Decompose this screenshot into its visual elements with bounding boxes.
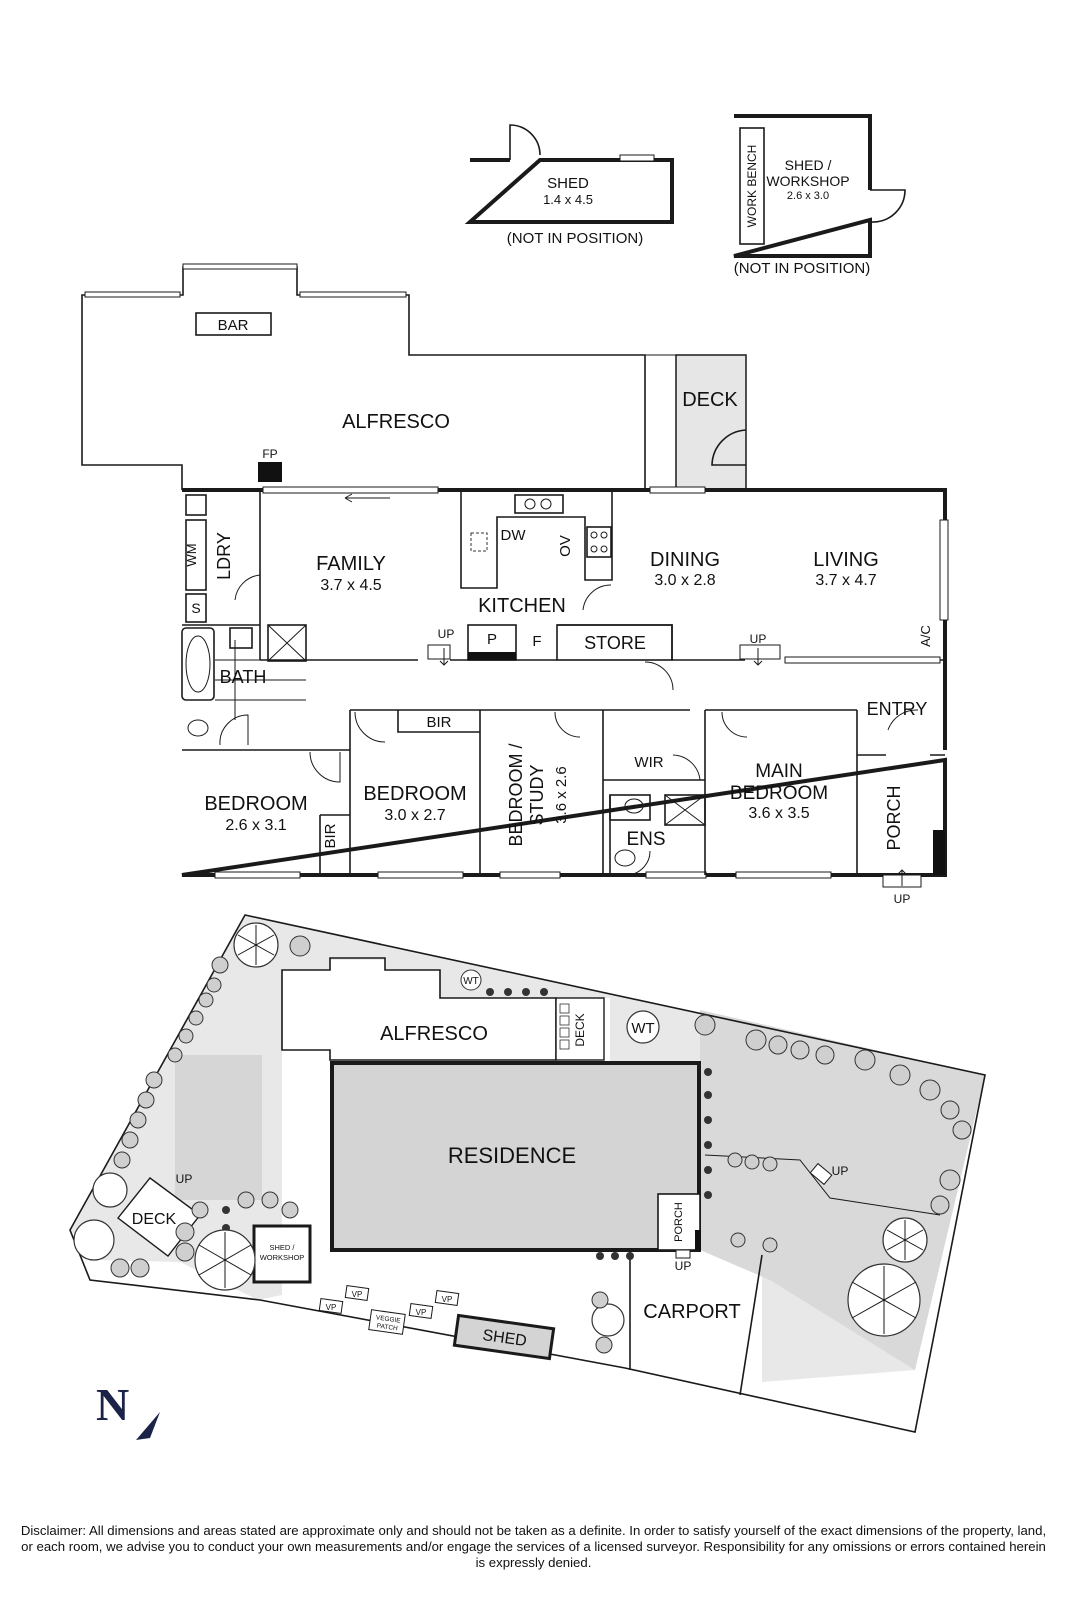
main-bedroom-label-2: BEDROOM — [730, 783, 828, 804]
residence-label: RESIDENCE — [448, 1143, 576, 1168]
living-dims: 3.7 x 4.7 — [815, 572, 876, 589]
dining-dims: 3.0 x 2.8 — [654, 572, 715, 589]
site-deck-top-label: DECK — [573, 1013, 587, 1046]
wt-label-2: WT — [631, 1020, 654, 1037]
bar-label: BAR — [218, 317, 249, 334]
veggie-label-1: VEGGIE — [375, 1314, 401, 1324]
north-letter: N — [96, 1379, 130, 1430]
vp-label-3: VP — [416, 1308, 427, 1317]
bedroom-1-dims: 2.6 x 3.1 — [225, 817, 286, 834]
wir-label: WIR — [634, 754, 663, 771]
site-plan: ALFRESCO DECK RESIDENCE PORCH UP WT WT D… — [69, 914, 986, 1433]
up-label-3: UP — [894, 892, 911, 906]
ens-label: ENS — [626, 829, 665, 850]
family-label: FAMILY — [316, 553, 386, 575]
north-arrow-icon — [136, 1412, 160, 1440]
shed-dims: 1.4 x 4.5 — [543, 192, 593, 207]
dining-label: DINING — [650, 549, 720, 571]
deck-label: DECK — [682, 389, 738, 411]
entry-label: ENTRY — [867, 699, 928, 719]
veggie-patches: VP VP VP VP VEGGIE PATCH — [318, 1284, 460, 1335]
wm-label: WM — [184, 543, 199, 566]
up-label-2: UP — [750, 632, 767, 646]
site-deck-left-label: DECK — [132, 1211, 177, 1228]
bedroom-2-dims: 3.0 x 2.7 — [384, 807, 445, 824]
veggie-label-2: PATCH — [376, 1323, 398, 1333]
bedroom-2-label: BEDROOM — [363, 783, 466, 805]
fireplace — [258, 462, 282, 482]
dw-label: DW — [501, 527, 527, 544]
workshop-label-1: SHED / — [785, 157, 832, 173]
kitchen-label: KITCHEN — [478, 595, 566, 617]
wt-label-1: WT — [463, 976, 479, 987]
site-porch-label: PORCH — [673, 1202, 685, 1242]
site-shed-label: SHED — [481, 1327, 527, 1350]
floor-plan: BAR ALFRESCO FP DECK — [81, 263, 949, 906]
vp-label-2: VP — [352, 1290, 363, 1299]
carport-label: CARPORT — [643, 1301, 740, 1323]
bath-label: BATH — [220, 667, 267, 687]
up-label-1: UP — [438, 627, 455, 641]
site-up-right-label: UP — [832, 1164, 849, 1178]
shed-outbuilding: SHED 1.4 x 4.5 (NOT IN POSITION) — [464, 124, 674, 247]
fridge-label: F — [532, 633, 541, 650]
ldry-label: LDRY — [214, 532, 234, 580]
shed-label: SHED — [547, 175, 589, 192]
workshop-note: (NOT IN POSITION) — [734, 260, 870, 277]
fp-label: FP — [262, 447, 277, 461]
site-workshop-label-2: WORKSHOP — [260, 1253, 305, 1262]
north-compass: N — [92, 1378, 172, 1448]
workshop-dims: 2.6 x 3.0 — [787, 190, 829, 202]
site-up-left-label: UP — [176, 1172, 193, 1186]
store-label: STORE — [584, 633, 646, 653]
bir-label-1: BIR — [322, 823, 339, 848]
floor-and-site-plan: SHED 1.4 x 4.5 (NOT IN POSITION) WORK BE… — [69, 114, 986, 1433]
living-label: LIVING — [813, 549, 879, 571]
bir-label-2: BIR — [426, 714, 451, 731]
vp-label-4: VP — [442, 1295, 453, 1304]
site-alfresco-label: ALFRESCO — [380, 1023, 488, 1045]
site-workshop-label-1: SHED / — [269, 1243, 295, 1252]
bedroom-1-label: BEDROOM — [204, 793, 307, 815]
site-up-porch-label: UP — [675, 1259, 692, 1273]
alfresco-label: ALFRESCO — [342, 411, 450, 433]
pantry-label: P — [487, 631, 497, 648]
family-dims: 3.7 x 4.5 — [320, 577, 381, 594]
main-bedroom-dims: 3.6 x 3.5 — [748, 805, 809, 822]
workshop-label-2: WORKSHOP — [766, 173, 849, 189]
workshop-outbuilding: WORK BENCH SHED / WORKSHOP 2.6 x 3.0 (NO… — [733, 114, 906, 277]
study-dims: 3.6 x 2.6 — [553, 766, 570, 824]
shed-note: (NOT IN POSITION) — [507, 230, 643, 247]
work-bench-label: WORK BENCH — [745, 145, 759, 228]
study-label-1: BEDROOM / — [506, 743, 526, 846]
s-label: S — [191, 600, 200, 616]
vp-label-1: VP — [326, 1303, 337, 1312]
study-label-2: STUDY — [527, 764, 547, 825]
porch-label: PORCH — [884, 785, 904, 850]
ac-label: A/C — [918, 625, 933, 647]
disclaimer-text: Disclaimer: All dimensions and areas sta… — [20, 1523, 1047, 1570]
main-bedroom-label-1: MAIN — [755, 761, 803, 782]
ov-label: OV — [557, 535, 574, 557]
